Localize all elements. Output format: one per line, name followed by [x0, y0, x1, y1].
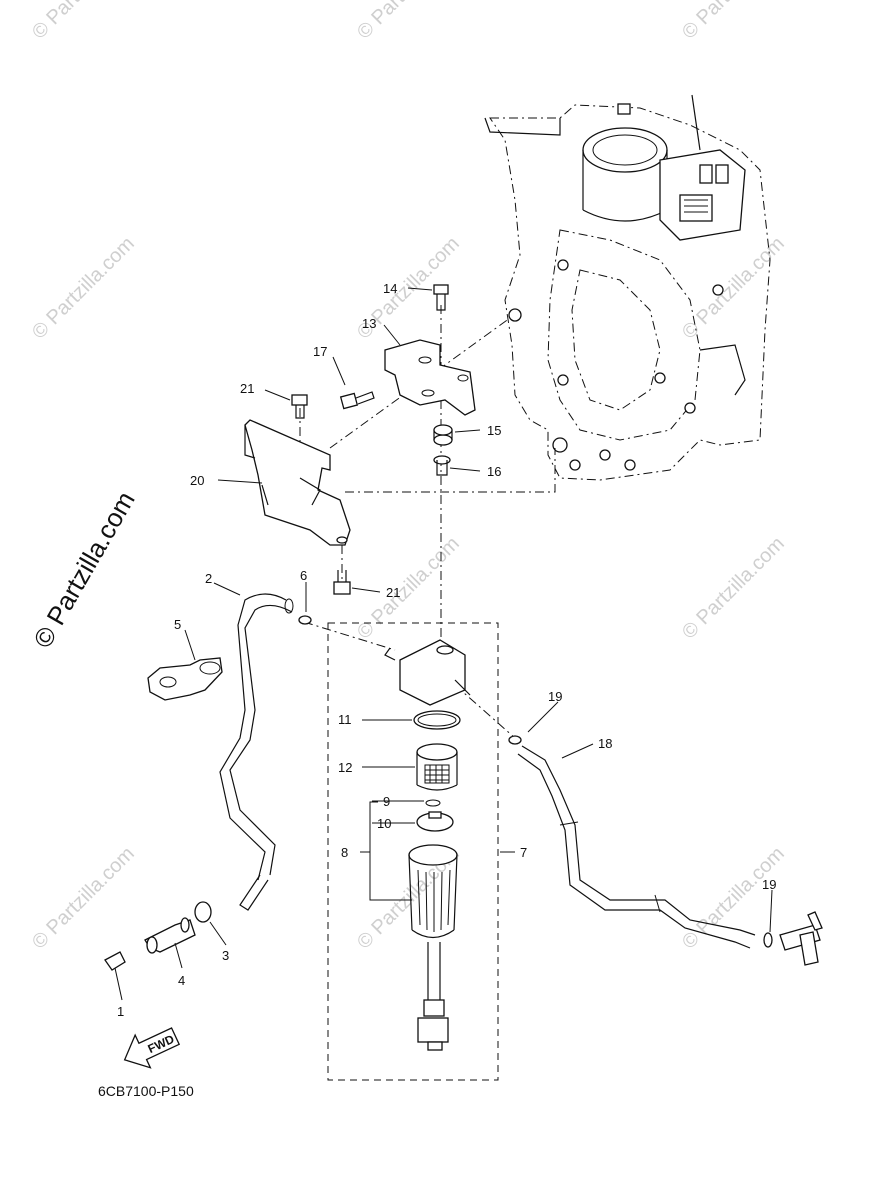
part-labels: 1 2 3 4 5 6 7 8 9 10 11 12 13 14 15 16 1…: [117, 281, 776, 1019]
hose-part-18: [508, 735, 773, 949]
part-number-label: 11: [338, 712, 352, 727]
part-number-label: 12: [338, 760, 352, 775]
bolt-part-17: [339, 391, 375, 410]
part-number-label: 21: [240, 381, 254, 396]
part-number-label: 6: [300, 568, 307, 583]
watermark-main: © Partzilla.com: [27, 486, 141, 653]
part-number-label: 5: [174, 617, 181, 632]
part-number-label: 3: [222, 948, 229, 963]
watermark-text: © Partzilla.com: [28, 0, 139, 44]
part-number-label: 15: [487, 423, 501, 438]
part-number-label: 4: [178, 973, 185, 988]
watermarks: © Partzilla.com © Partzilla.com © Partzi…: [27, 0, 789, 954]
part-number-label: 9: [383, 794, 390, 809]
bracket-part-20: [244, 419, 351, 546]
part-number-label: 18: [598, 736, 612, 751]
filter-assembly-box: [327, 622, 499, 1081]
engine-block-drawing: [484, 94, 771, 481]
part-number-label: 8: [341, 845, 348, 860]
watermark-text: © Partzilla.com: [678, 0, 789, 44]
part-number-label: 7: [520, 845, 527, 860]
watermark-text: © Partzilla.com: [353, 0, 464, 44]
watermark-text: © Partzilla.com: [353, 533, 464, 644]
filter-cup-part-8: [408, 844, 458, 1051]
watermark-text: © Partzilla.com: [28, 843, 139, 954]
bolt-part-21-lower: [333, 570, 351, 595]
part-number-label: 17: [313, 344, 327, 359]
hose-part-2: [219, 593, 294, 911]
clip-part-9: [425, 799, 441, 807]
part-number-label: 14: [383, 281, 397, 296]
bracket-part-13: [384, 339, 476, 416]
watermark-text: © Partzilla.com: [678, 233, 789, 344]
bolt-part-21-upper: [291, 394, 308, 419]
part-number-label: 16: [487, 464, 501, 479]
joint-part-4: [144, 917, 196, 954]
part-number-label: 19: [762, 877, 776, 892]
part-number-label: 10: [377, 816, 391, 831]
collar-part-16: [433, 455, 451, 476]
float-part-10: [416, 811, 454, 832]
part-number-label: 19: [548, 689, 562, 704]
bolt-part-14: [433, 284, 449, 311]
clamp-part-5: [147, 657, 223, 701]
watermark-text: © Partzilla.com: [28, 233, 139, 344]
fwd-arrow-icon: FWD: [123, 1027, 181, 1069]
filter-head-drawing: [384, 639, 471, 706]
plug-part-1: [104, 951, 126, 971]
part-number-label: 1: [117, 1004, 124, 1019]
label-leaders: [114, 287, 773, 1001]
diagram-code: 6CB7100-P150: [98, 1083, 194, 1099]
grommet-part-15: [433, 424, 453, 446]
watermark-text: © Partzilla.com: [678, 533, 789, 644]
clip-part-6: [298, 615, 312, 625]
part-number-label: 20: [190, 473, 204, 488]
part-number-label: 2: [205, 571, 212, 586]
clamp-part-3: [194, 901, 212, 923]
filter-element-part-12: [416, 743, 458, 791]
fitting-tee: [779, 911, 823, 966]
part-number-label: 21: [386, 585, 400, 600]
part-number-label: 13: [362, 316, 376, 331]
